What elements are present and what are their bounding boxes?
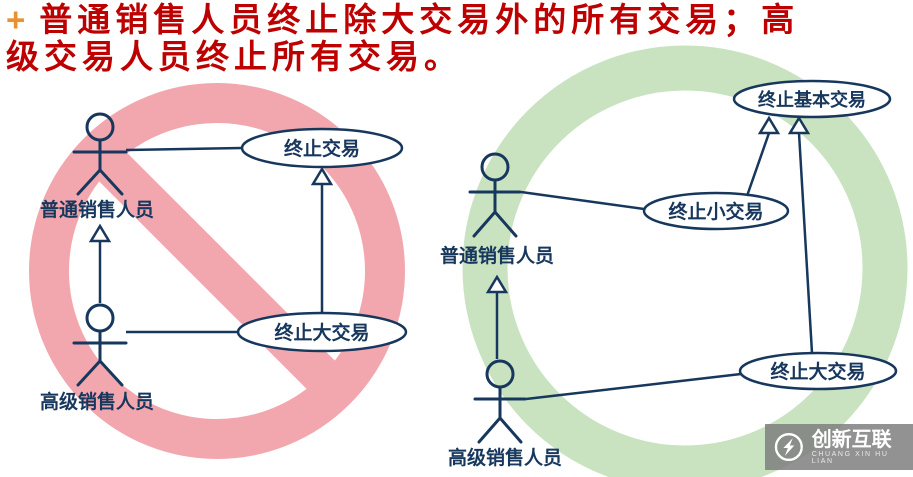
title-line-1: + 普通销售人员终止除大交易外的所有交易；高 <box>6 1 908 38</box>
allowed-ring <box>462 45 908 477</box>
title-bullet: + <box>6 1 26 38</box>
generalization-triangle-icon <box>88 223 112 243</box>
left-actor-generalization-arrow <box>88 223 112 303</box>
right-usecase-terminate-basic <box>732 79 892 119</box>
right-association-ordinary-small <box>520 190 645 211</box>
actor-leg-right <box>498 416 523 444</box>
title-text-line2: 级交易人员终止所有交易。 <box>6 38 462 75</box>
right-generalization-small-to-basic <box>745 115 781 197</box>
right-actor-senior-label: 高级销售人员 <box>448 446 562 469</box>
generalization-triangle-icon <box>310 166 334 186</box>
right-usecase-terminate-small <box>642 191 790 231</box>
left-actor-senior-figure <box>72 303 128 387</box>
right-association-senior-large <box>525 372 742 401</box>
watermark: 创新互联 CHUANG XIN HU LIAN <box>765 424 913 470</box>
actor-leg-right <box>98 359 124 387</box>
right-actor-generalization-arrow <box>485 274 509 359</box>
generalization-triangle-icon <box>485 274 509 294</box>
actor-leg-left <box>76 359 102 387</box>
generalization-triangle-icon <box>787 115 811 135</box>
generalization-line <box>797 132 814 354</box>
generalization-triangle-icon <box>757 115 781 135</box>
right-actor-senior-figure <box>473 359 527 444</box>
right-usecase-terminate-basic-label: 终止基本交易 <box>758 89 866 110</box>
right-usecase-terminate-small-label: 终止小交易 <box>668 200 763 223</box>
actor-leg-left <box>477 416 502 444</box>
left-usecase-generalization-arrow <box>310 166 334 313</box>
watermark-subtitle: CHUANG XIN HU LIAN <box>811 451 889 465</box>
left-usecase-terminate-transaction-label: 终止交易 <box>284 137 360 160</box>
watermark-text: 创新互联 CHUANG XIN HU LIAN <box>812 429 913 465</box>
prohibition-ring <box>29 83 405 459</box>
prohibition-slash <box>83 137 351 405</box>
right-usecase-terminate-large <box>738 351 898 391</box>
left-actor-senior-label: 高级销售人员 <box>40 390 154 413</box>
left-usecase-terminate-large-transaction-label: 终止大交易 <box>274 321 369 344</box>
left-actor-ordinary-label: 普通销售人员 <box>40 198 154 221</box>
right-generalization-large-to-basic <box>787 115 814 354</box>
right-actor-ordinary-figure <box>468 152 522 238</box>
actor-leg-left <box>76 168 102 196</box>
actor-leg-right <box>98 168 124 196</box>
right-usecase-terminate-large-label: 终止大交易 <box>770 360 865 383</box>
generalization-line <box>745 132 771 197</box>
actor-head <box>85 303 115 333</box>
left-association-ordinary-terminate <box>125 146 243 152</box>
right-actor-ordinary-label: 普通销售人员 <box>440 244 554 267</box>
watermark-logo-icon <box>774 432 803 462</box>
actor-leg-right <box>493 210 518 238</box>
left-actor-ordinary-figure <box>72 112 128 196</box>
left-diagram: 普通销售人员 高级销售人员 终止交易 终止大交易 <box>40 112 408 413</box>
watermark-brand: 创新互联 <box>811 429 892 451</box>
title-text-line1: 普通销售人员终止除大交易外的所有交易；高 <box>39 1 800 38</box>
slide-title: + 普通销售人员终止除大交易外的所有交易；高 级交易人员终止所有交易。 <box>6 1 908 75</box>
right-diagram: 普通销售人员 高级销售人员 终止基本交易 终止小交易 终止大交易 <box>440 79 898 469</box>
actor-leg-left <box>472 210 497 238</box>
